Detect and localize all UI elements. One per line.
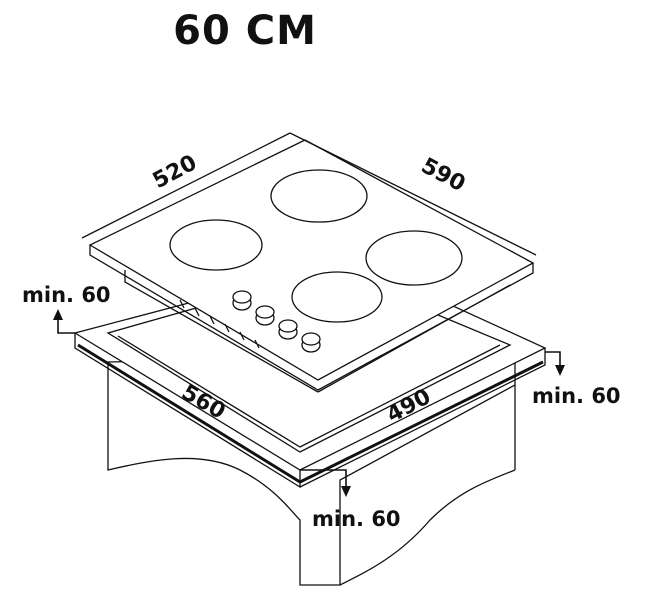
control-knobs <box>232 290 321 353</box>
hob-depth-label: 520 <box>149 150 201 194</box>
burner-front-right <box>291 271 383 323</box>
cabinet-wave-right <box>339 469 516 586</box>
diagram-title: 60 CM <box>173 8 317 54</box>
rear-clearance-label: min. 60 <box>22 283 111 307</box>
worktop-front-edge <box>74 333 301 489</box>
worktop-right-edge <box>299 348 546 488</box>
dim-line-520 <box>81 132 291 239</box>
burner-rear-right <box>365 230 463 286</box>
cutout-inner-wall <box>117 335 501 448</box>
rear-clearance-arrow <box>53 309 75 334</box>
burner-rear-left <box>270 169 368 223</box>
side-clearance-arrow <box>545 351 565 376</box>
side-clearance-label: min. 60 <box>532 384 621 408</box>
worktop-front-thick <box>77 343 544 484</box>
hob-top-edge <box>89 245 534 391</box>
front-clearance-arrow <box>300 469 351 497</box>
hob-under-body <box>124 270 511 393</box>
front-clearance-label: min. 60 <box>312 507 401 531</box>
burner-front-left <box>169 219 263 271</box>
dim-line-590 <box>289 132 537 256</box>
hob-width-label: 590 <box>417 153 469 197</box>
fixing-clips <box>179 299 260 349</box>
